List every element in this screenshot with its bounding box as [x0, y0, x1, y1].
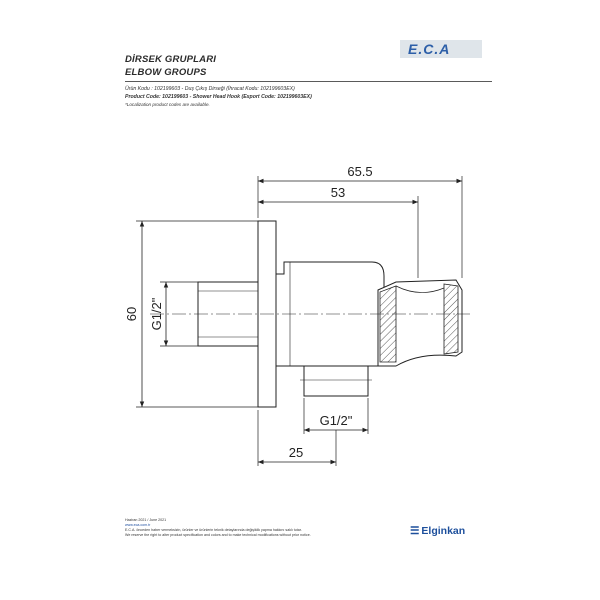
dim-overall-length-label: 65.5 — [347, 164, 372, 179]
eca-logo-text: E.C.A — [408, 41, 451, 57]
title-turkish: DİRSEK GRUPLARI — [125, 54, 217, 65]
header-rule — [125, 81, 492, 82]
footer-disclaimer-tr: E.C.A. önceden haber vermeksizin, ürünle… — [125, 528, 302, 532]
footer-disclaimer-en: We reserve the right to alter product sp… — [125, 533, 311, 537]
footer-date: Haziran 2021 / June 2021 — [125, 518, 167, 522]
dim-height-label: 60 — [124, 307, 139, 321]
dim-left-thread-label: G1/2" — [149, 297, 164, 330]
product-code-tr: Ürün Kodu : 102199603 - Duş Çıkış Dirseğ… — [125, 86, 295, 92]
bottom-outlet — [303, 365, 369, 397]
footer-website[interactable]: www.eca.com.tr — [125, 523, 151, 527]
localization-note: *Localization product codes are availabl… — [125, 102, 210, 107]
section-hatch-left — [379, 285, 397, 363]
elginkan-logo-text: Elginkan — [421, 525, 466, 537]
elginkan-logo: ☰Elginkan — [410, 525, 465, 537]
hook-holder — [377, 279, 463, 367]
dim-flange-offset-label: 25 — [289, 445, 303, 460]
eca-logo: E.C.A — [400, 40, 482, 58]
title-english: ELBOW GROUPS — [125, 67, 207, 78]
dim-bottom-thread-label: G1/2" — [320, 413, 353, 428]
elginkan-mark-icon: ☰ — [410, 525, 420, 537]
product-code-en: Product Code: 102199603 - Shower Head Ho… — [125, 94, 312, 100]
dim-body-length-label: 53 — [331, 185, 345, 200]
section-hatch-right — [443, 283, 459, 355]
